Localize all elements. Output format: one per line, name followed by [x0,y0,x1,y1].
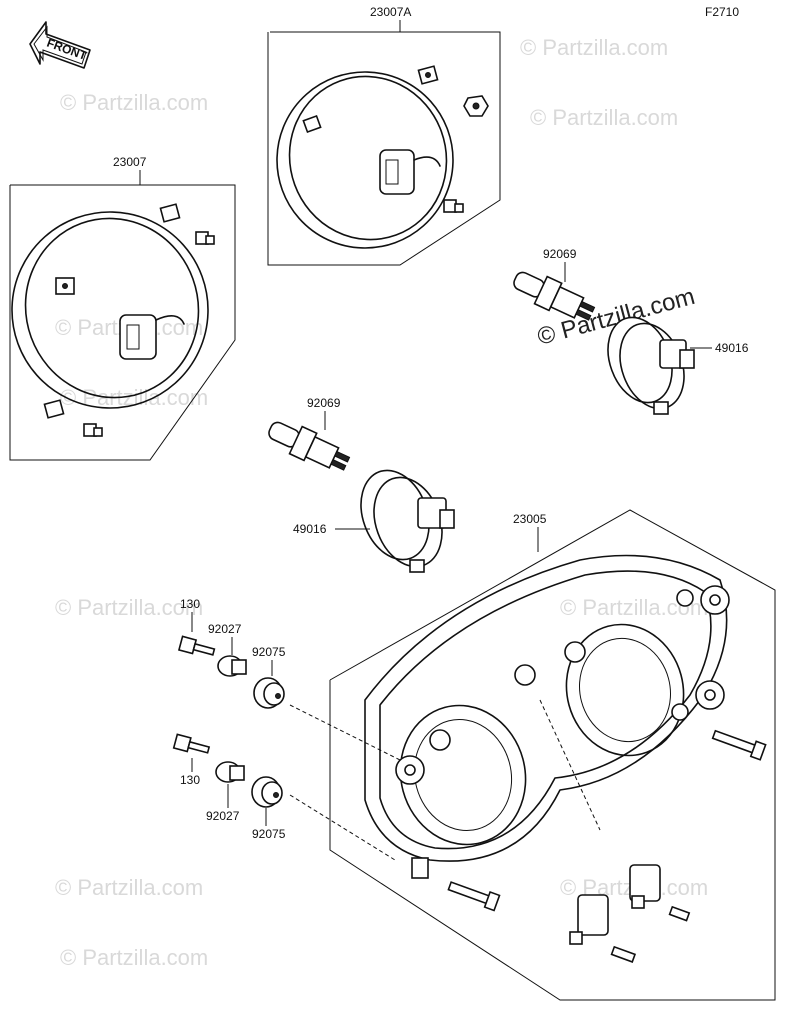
label-23005: 23005 [513,512,547,526]
hardware-lower-group: 130 92027 92075 [172,733,286,841]
watermark-3: © Partzilla.com [60,90,208,115]
rim-23007-group: 23007 [9,155,236,461]
hardware-upper-group: 130 92027 92075 [177,597,286,709]
watermark-6: © Partzilla.com [55,595,203,620]
label-23007: 23007 [113,155,147,169]
figure-code: F2710 [705,5,739,19]
bulb-socket-lower-group: 92069 49016 [268,396,455,573]
label-130-lower: 130 [180,773,200,787]
label-92027-upper: 92027 [208,622,242,636]
front-arrow-icon: FRONT [29,21,91,69]
label-92075-lower: 92075 [252,827,286,841]
watermark-8: © Partzilla.com [55,875,203,900]
watermark-9: © Partzilla.com [60,945,208,970]
watermark-5: © Partzilla.com [60,385,208,410]
headlamp-unit-23005-group: 23005 [289,509,776,1001]
label-92075-upper: 92075 [252,645,286,659]
bulb-socket-upper-group: 92069 49016 [513,247,749,415]
label-130-upper: 130 [180,597,200,611]
label-92069-lower: 92069 [307,396,341,410]
watermark-1: © Partzilla.com [520,35,668,60]
rim-23007a-group: 23007A [267,5,501,266]
label-49016-lower: 49016 [293,522,327,536]
label-92027-lower: 92027 [206,809,240,823]
label-49016-upper: 49016 [715,341,749,355]
label-92069-upper: 92069 [543,247,577,261]
label-23007a: 23007A [370,5,411,19]
watermark-2: © Partzilla.com [530,105,678,130]
